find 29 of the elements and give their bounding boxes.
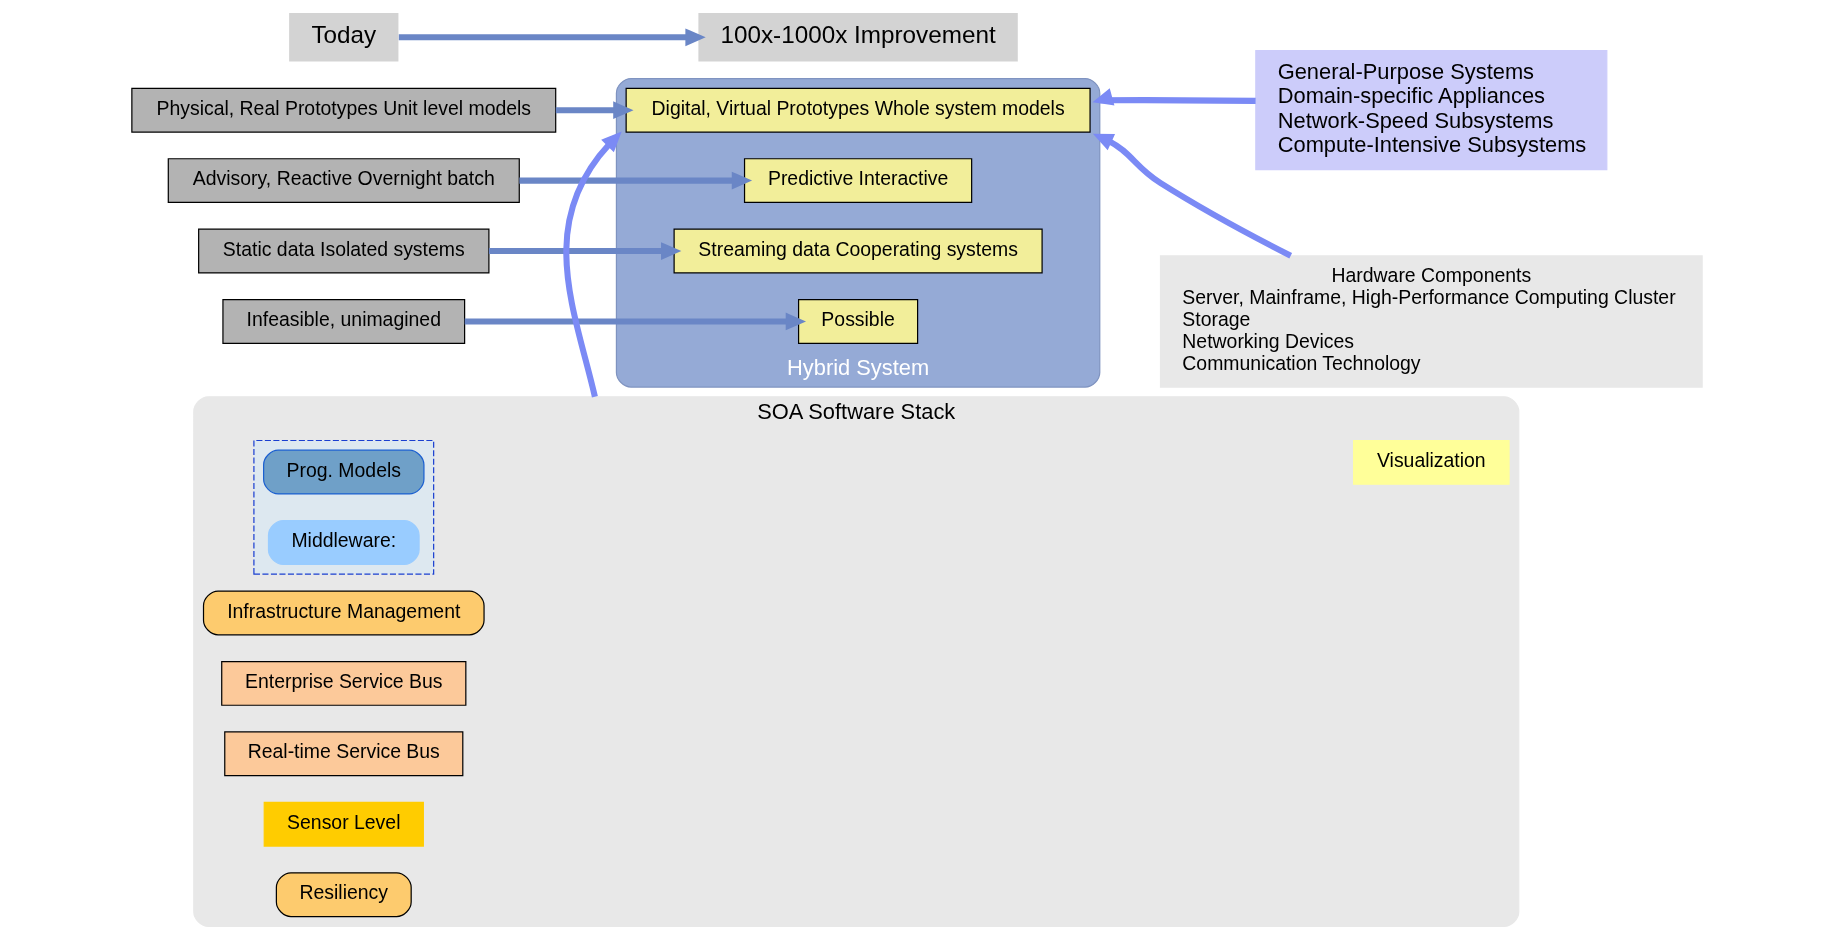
node-box: Real-time Service Bus bbox=[223, 731, 463, 777]
node-box: Possible bbox=[797, 299, 918, 344]
arrow bbox=[464, 312, 806, 331]
arrow bbox=[488, 242, 681, 260]
node-box: Advisory, Reactive Overnight batch bbox=[167, 158, 520, 204]
node-box: Hardware Components Server, Mainframe, High-Performance Computing Cluster Storage Networking Devices Communication Technology bbox=[1159, 255, 1703, 388]
node-box: Static data Isolated systems bbox=[197, 228, 489, 274]
node-box: Enterprise Service Bus bbox=[220, 660, 466, 706]
cluster bbox=[252, 439, 434, 575]
node-box: Infeasible, unimagined bbox=[221, 299, 465, 344]
arrow bbox=[562, 131, 622, 398]
arrow bbox=[1092, 133, 1292, 259]
node-box: General-Purpose Systems Domain-specific Appliances Network-Speed Subsystems Compute-Intensive Subsystems bbox=[1254, 50, 1607, 171]
node-box: Infrastructure Management bbox=[202, 590, 485, 636]
node-box: Sensor Level bbox=[263, 801, 424, 847]
node-box: 100x-1000x Improvement bbox=[697, 13, 1018, 62]
arrow bbox=[398, 28, 706, 47]
arrow bbox=[1091, 88, 1256, 106]
node-box: Predictive Interactive bbox=[743, 158, 972, 204]
node-box: Today bbox=[288, 13, 398, 62]
node-box: Streaming data Cooperating systems bbox=[673, 228, 1043, 274]
node-box: Middleware: bbox=[267, 520, 420, 565]
node-box: Resiliency bbox=[275, 872, 412, 918]
node-box: Digital, Virtual Prototypes Whole system models bbox=[625, 87, 1091, 133]
node-box: Prog. Models bbox=[262, 449, 425, 495]
arrow bbox=[518, 171, 752, 190]
arrow bbox=[555, 101, 634, 120]
node-box: Physical, Real Prototypes Unit level models bbox=[130, 87, 556, 133]
node-box: Visualization bbox=[1352, 439, 1510, 485]
